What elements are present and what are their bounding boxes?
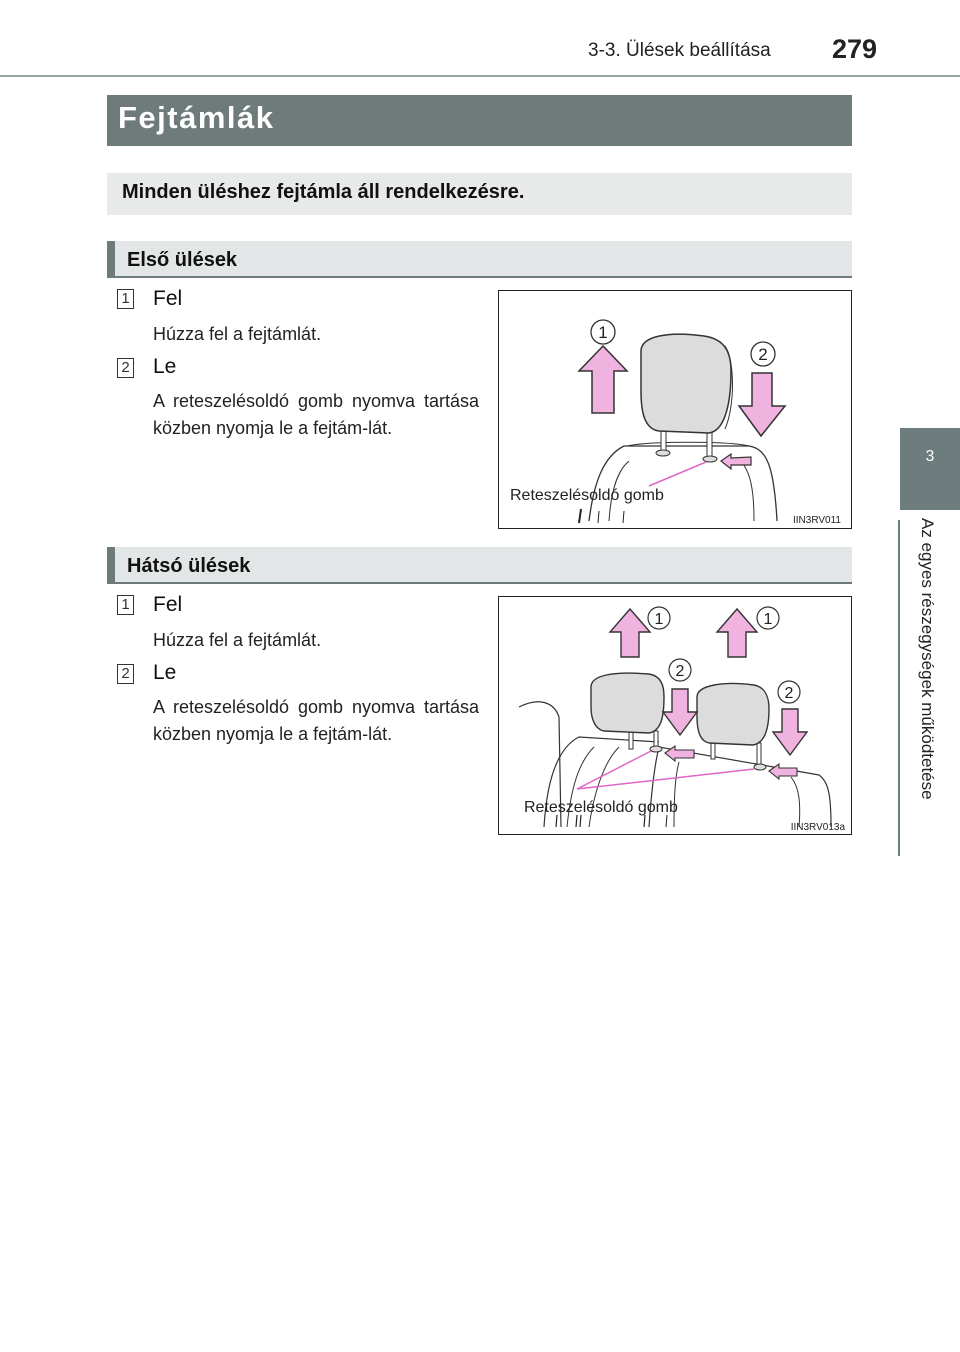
headrest-post bbox=[756, 742, 762, 768]
title-bar bbox=[107, 95, 852, 146]
chapter-title: Az egyes részegységek működtetése bbox=[918, 518, 937, 800]
marker-up: 1 bbox=[598, 323, 607, 342]
marker-down-circle bbox=[668, 658, 692, 682]
seat-mark bbox=[643, 814, 646, 828]
seat-mark bbox=[555, 814, 558, 828]
headrest bbox=[640, 333, 732, 434]
rear-item-2-text: A reteszelésoldó gomb nyomva tartása köz… bbox=[153, 697, 479, 744]
headrest-post-left bbox=[660, 428, 667, 454]
marker-up-circle bbox=[590, 319, 616, 345]
seat-mark bbox=[575, 814, 578, 828]
seat-seam bbox=[588, 746, 620, 828]
rear-heading-accent bbox=[107, 547, 115, 582]
marker-down: 2 bbox=[785, 685, 794, 702]
rear-headrest-illustration: 1 1 2 2 Reteszelésoldó gomb IIN3RV013a bbox=[518, 606, 846, 833]
callout-line bbox=[648, 461, 707, 487]
page-title: Fejtámlák bbox=[118, 100, 275, 135]
figure-code: IIN3RV011 bbox=[793, 515, 841, 526]
marker-up-circle bbox=[756, 606, 780, 630]
seat-mark bbox=[578, 508, 582, 524]
callout-line bbox=[576, 750, 652, 790]
rear-heading: Hátsó ülések bbox=[127, 555, 251, 577]
front-item-2-label: Le bbox=[153, 355, 177, 378]
front-item-1-label: Fel bbox=[153, 287, 183, 310]
button-pointer-arrow bbox=[768, 762, 798, 781]
seat-seam-left bbox=[608, 460, 630, 522]
marker-down: 2 bbox=[758, 345, 767, 364]
seat-seam-right bbox=[738, 458, 755, 522]
headrest-post-right bbox=[706, 430, 713, 458]
intro-text: Minden üléshez fejtámla áll rendelkezésr… bbox=[122, 181, 525, 203]
marker-down-circle bbox=[750, 341, 776, 367]
marker-down-circle bbox=[777, 680, 801, 704]
headrest-right bbox=[696, 682, 770, 746]
front-heading: Első ülések bbox=[127, 249, 238, 271]
seat-seam bbox=[673, 761, 680, 828]
seat-seam bbox=[566, 746, 595, 828]
marker-up: 1 bbox=[655, 611, 664, 628]
seat-seam bbox=[790, 776, 801, 828]
front-item-1-text: Húzza fel a fejtámlát. bbox=[153, 324, 322, 344]
marker-up: 1 bbox=[764, 611, 773, 628]
front-item-2-text: A reteszelésoldó gomb nyomva tartása köz… bbox=[153, 391, 479, 438]
chapter-tab bbox=[900, 428, 960, 510]
figure-code: IIN3RV013a bbox=[791, 822, 846, 833]
up-arrow-right bbox=[715, 607, 759, 658]
down-arrow-left bbox=[661, 688, 699, 737]
release-button bbox=[649, 745, 663, 753]
header-rule bbox=[0, 75, 960, 77]
rear-item-1-text: Húzza fel a fejtámlát. bbox=[153, 630, 322, 650]
seat-outline bbox=[518, 701, 562, 828]
release-button bbox=[753, 763, 767, 771]
front-heading-bar bbox=[107, 241, 852, 278]
seat-outline bbox=[543, 736, 660, 828]
up-arrow-left bbox=[608, 607, 652, 658]
seat-back-outline bbox=[588, 445, 778, 522]
rear-item-2-label: Le bbox=[153, 661, 177, 684]
seat-mark bbox=[597, 510, 600, 524]
post-guide-left bbox=[655, 449, 671, 457]
rear-item-2-number: 2 bbox=[117, 664, 134, 684]
front-heading-accent bbox=[107, 241, 115, 276]
chapter-number: 3 bbox=[925, 448, 935, 465]
release-button bbox=[702, 455, 718, 463]
page-number: 279 bbox=[832, 34, 878, 64]
seat-mark bbox=[665, 814, 668, 828]
release-button-label: Reteszelésoldó gomb bbox=[510, 487, 664, 504]
front-headrest-figure: 1 2 Reteszelésoldó gomb IIN3RV011 bbox=[498, 290, 852, 529]
marker-down: 2 bbox=[676, 663, 685, 680]
rear-item-1-number: 1 bbox=[117, 595, 134, 615]
rear-heading-bar bbox=[107, 547, 852, 584]
marker-up-circle bbox=[647, 606, 671, 630]
down-arrow bbox=[737, 372, 787, 438]
headrest-left bbox=[590, 672, 665, 734]
seat-mark bbox=[622, 510, 625, 524]
seat-mark bbox=[579, 814, 582, 828]
front-item-1-number: 1 bbox=[117, 289, 134, 309]
front-headrest-illustration: 1 2 Reteszelésoldó gomb IIN3RV011 bbox=[510, 319, 841, 526]
headrest-side bbox=[724, 345, 733, 430]
up-arrow bbox=[577, 344, 629, 414]
button-pointer-arrow bbox=[664, 744, 695, 763]
seat-top-seam bbox=[626, 441, 750, 447]
section-title: 3-3. Ülések beállítása bbox=[588, 40, 771, 61]
callout-line bbox=[576, 768, 755, 790]
intro-box bbox=[107, 173, 852, 215]
front-item-2-number: 2 bbox=[117, 358, 134, 378]
chapter-tab-line bbox=[898, 520, 900, 856]
rear-item-1-label: Fel bbox=[153, 593, 183, 616]
button-pointer-arrow bbox=[719, 452, 752, 471]
release-button-label: Reteszelésoldó gomb bbox=[524, 799, 678, 816]
down-arrow-right bbox=[771, 708, 809, 757]
rear-headrest-figure: 1 1 2 2 Reteszelésoldó gomb IIN3RV013a bbox=[498, 596, 852, 835]
